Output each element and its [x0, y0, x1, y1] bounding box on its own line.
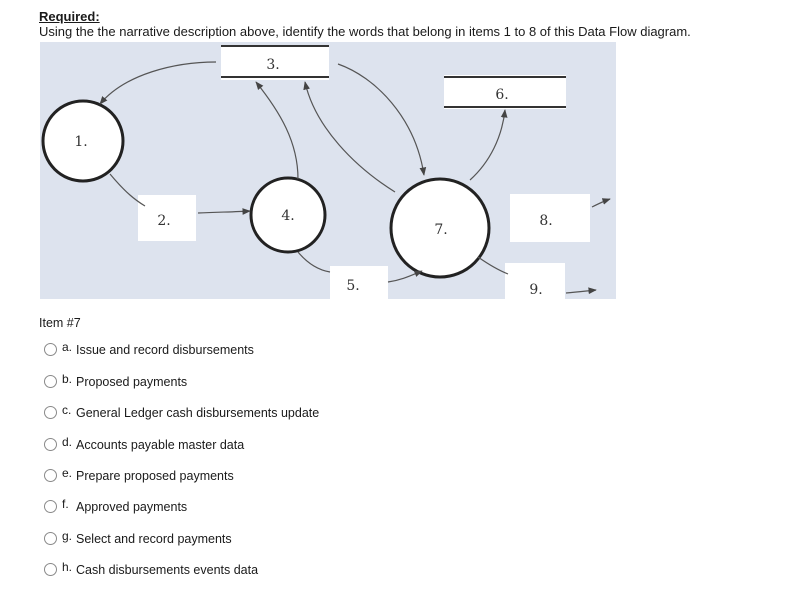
option-text: Accounts payable master data — [76, 438, 245, 452]
box-5 — [330, 266, 388, 299]
radio-button[interactable] — [44, 343, 57, 356]
label-6: 6. — [495, 87, 508, 103]
option-b[interactable]: b. Proposed payments — [44, 372, 404, 394]
flow-9-out — [565, 287, 597, 295]
flow-2-to-4 — [197, 208, 251, 215]
flow-3-to-1 — [99, 61, 217, 105]
option-text: Select and record payments — [76, 532, 232, 546]
radio-button[interactable] — [44, 438, 57, 451]
box-9 — [505, 263, 565, 299]
option-text: Proposed payments — [76, 375, 188, 389]
data-store-6 — [444, 75, 566, 109]
option-text: Cash disbursements events data — [76, 563, 259, 577]
label-8: 8. — [539, 213, 552, 229]
option-h[interactable]: h. Cash disbursements events data — [44, 560, 404, 582]
option-letter: f. — [62, 497, 69, 511]
option-c[interactable]: c. General Ledger cash disbursements upd… — [44, 403, 404, 425]
instructions-text: Using the the narrative description abov… — [39, 24, 691, 39]
flow-3-to-7 — [337, 63, 427, 176]
option-a[interactable]: a. Issue and record disbursements — [44, 340, 404, 362]
item-number-label: Item #7 — [39, 316, 81, 330]
label-5: 5. — [346, 278, 359, 294]
required-heading: Required: — [39, 9, 100, 24]
option-text: Prepare proposed payments — [76, 469, 234, 483]
flow-4-to-3 — [255, 81, 299, 180]
data-store-3 — [221, 46, 329, 80]
radio-button[interactable] — [44, 469, 57, 482]
label-4: 4. — [281, 208, 294, 224]
option-d[interactable]: d. Accounts payable master data — [44, 435, 404, 457]
process-1-circle — [41, 99, 125, 183]
flow-4-to-5 — [297, 251, 331, 273]
flow-1-to-2 — [109, 173, 146, 207]
flow-7-to-3 — [303, 81, 396, 193]
radio-button[interactable] — [44, 563, 57, 576]
box-8 — [510, 194, 590, 242]
option-text: Issue and record disbursements — [76, 343, 254, 357]
option-letter: h. — [62, 560, 73, 574]
option-letter: e. — [62, 466, 73, 480]
option-letter: d. — [62, 435, 73, 449]
flow-7-to-6 — [469, 109, 508, 181]
flow-7-to-9 — [477, 256, 509, 275]
flow-8-out — [591, 198, 611, 208]
diagram-svg: 3. 6. 1. 2. 4. 5. 7. 8. 9. — [40, 42, 616, 299]
radio-button[interactable] — [44, 375, 57, 388]
option-text: Approved payments — [76, 500, 188, 514]
option-letter: g. — [62, 529, 73, 543]
option-e[interactable]: e. Prepare proposed payments — [44, 466, 404, 488]
label-3: 3. — [266, 57, 279, 73]
flow-5-to-7 — [387, 270, 423, 283]
label-9: 9. — [529, 282, 542, 298]
option-f[interactable]: f. Approved payments — [44, 497, 404, 519]
option-letter: a. — [62, 340, 73, 354]
radio-button[interactable] — [44, 406, 57, 419]
radio-button[interactable] — [44, 532, 57, 545]
radio-button[interactable] — [44, 500, 57, 513]
label-2: 2. — [157, 213, 170, 229]
box-2 — [138, 195, 196, 241]
data-flow-diagram: 3. 6. 1. 2. 4. 5. 7. 8. 9. — [40, 42, 616, 299]
label-1: 1. — [74, 134, 87, 150]
process-7-circle — [389, 177, 491, 279]
option-letter: c. — [62, 403, 72, 417]
process-4-circle — [249, 176, 327, 254]
label-7: 7. — [434, 222, 447, 238]
option-letter: b. — [62, 372, 73, 386]
option-g[interactable]: g. Select and record payments — [44, 529, 404, 551]
option-text: General Ledger cash disbursements update — [76, 406, 320, 420]
